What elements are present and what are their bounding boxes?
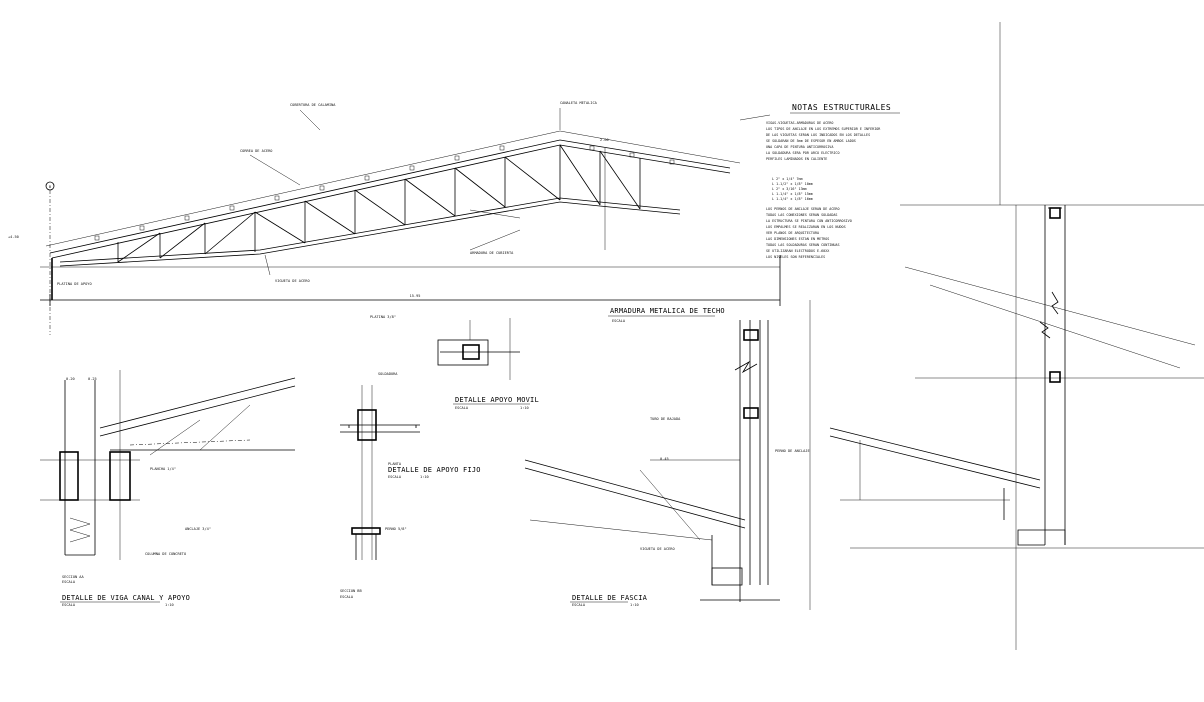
dim-total: 15.95 bbox=[410, 294, 421, 298]
callout-purlin: CORREA DE ACERO bbox=[240, 149, 272, 153]
svg-text:PERNO 5/8": PERNO 5/8" bbox=[385, 527, 407, 531]
svg-text:PLATINA 3/8": PLATINA 3/8" bbox=[370, 315, 396, 319]
right-fascia-detail bbox=[829, 22, 1204, 650]
truss-top-chord-outer bbox=[49, 139, 731, 254]
svg-text:SOLDADURA: SOLDADURA bbox=[378, 372, 398, 376]
notes-subtitle: VIGAS-VIGUETAS-ARMADURAS DE ACERO bbox=[766, 121, 833, 125]
svg-text:1:10: 1:10 bbox=[630, 603, 639, 607]
detail-fixed-support: B B PLANTA DETALLE DE APOYO FIJO ESCALA … bbox=[340, 385, 481, 599]
svg-text:0.25: 0.25 bbox=[88, 377, 97, 381]
truss-elevation: B bbox=[8, 101, 781, 335]
detail-gutter-title: DETALLE DE VIGA CANAL Y APOYO bbox=[62, 594, 190, 602]
svg-text:ESCALA: ESCALA bbox=[388, 475, 402, 479]
svg-text:PERFILES LAMINADOS EN CALIENTE: PERFILES LAMINADOS EN CALIENTE bbox=[766, 157, 827, 161]
callout-roof-cover: COBERTURA DE CALAMINA bbox=[290, 103, 336, 107]
roof-cover-line bbox=[45, 130, 741, 247]
section-aa-label: SECCION AA bbox=[62, 575, 84, 579]
svg-text:LA SOLDADURA SERA POR ARCO ELE: LA SOLDADURA SERA POR ARCO ELECTRICO bbox=[766, 151, 840, 155]
detail-fixed-title: DETALLE DE APOYO FIJO bbox=[388, 466, 481, 474]
truss-bottom-chord-inner bbox=[59, 201, 681, 267]
svg-text:DE LAS VIGUETAS SERAN LOS INDI: DE LAS VIGUETAS SERAN LOS INDICADOS EN L… bbox=[766, 133, 870, 137]
svg-text:LOS TIPOS DE ANCLAJE EN LOS EX: LOS TIPOS DE ANCLAJE EN LOS EXTREMOS SUP… bbox=[766, 127, 881, 131]
section-bb-label: SECCION BB bbox=[340, 589, 362, 593]
detail-movable-support: PLATINA 3/8" SOLDADURA DETALLE APOYO MOV… bbox=[370, 315, 539, 410]
svg-text:VIGUETA DE ACERO: VIGUETA DE ACERO bbox=[640, 547, 675, 551]
svg-text:LA ESTRUCTURA SE PINTARA CON A: LA ESTRUCTURA SE PINTARA CON ANTICORROSI… bbox=[766, 219, 852, 223]
svg-text:TODAS LAS SOLDADURAS SERAN CON: TODAS LAS SOLDADURAS SERAN CONTINUAS bbox=[766, 243, 840, 247]
svg-text:1:10: 1:10 bbox=[420, 475, 429, 479]
detail-movable-title: DETALLE APOYO MOVIL bbox=[455, 396, 539, 404]
detail-fascia: ARMADURA METALICA DE TECHO ESCALA 0.45 T… bbox=[524, 300, 811, 610]
svg-text:TUBO DE BAJADA: TUBO DE BAJADA bbox=[650, 417, 681, 421]
svg-text:ESCALA: ESCALA bbox=[572, 603, 586, 607]
detail-gutter-support: 0.20 0.25 ANCLAJE 3/4" PLANCHA 1/4" COLU… bbox=[40, 370, 296, 607]
svg-text:TODAS LAS CONEXIONES SERAN SOL: TODAS LAS CONEXIONES SERAN SOLDADAS bbox=[766, 213, 837, 217]
svg-text:ESCALA: ESCALA bbox=[62, 603, 76, 607]
svg-text:0.45: 0.45 bbox=[660, 457, 669, 461]
truss-title: ARMADURA METALICA DE TECHO bbox=[610, 307, 725, 315]
svg-text:ESCALA: ESCALA bbox=[455, 406, 469, 410]
svg-text:1:10: 1:10 bbox=[165, 603, 174, 607]
truss-callout-leaders bbox=[249, 108, 771, 276]
planta-label: PLANTA bbox=[388, 462, 402, 466]
svg-text:PLANCHA 1/4": PLANCHA 1/4" bbox=[150, 467, 176, 471]
structural-notes: NOTAS ESTRUCTURALES VIGAS-VIGUETAS-ARMAD… bbox=[766, 103, 900, 259]
svg-text:1:10: 1:10 bbox=[520, 406, 529, 410]
gutter-beam-section bbox=[59, 451, 79, 501]
callout-anchor-left: ANCLAJE 3/4" bbox=[185, 527, 211, 531]
grid-marker: B bbox=[49, 185, 51, 189]
svg-text:PERNO DE ANCLAJE: PERNO DE ANCLAJE bbox=[775, 449, 810, 453]
callout-plate: PLATINA DE APOYO bbox=[57, 282, 92, 286]
svg-text:L 1-1/2" x 1/8" 10mm: L 1-1/2" x 1/8" 10mm bbox=[772, 182, 813, 186]
svg-text:L 1-1/4" x 1/8" 15mm: L 1-1/4" x 1/8" 15mm bbox=[772, 192, 813, 196]
notes-lines: LOS TIPOS DE ANCLAJE EN LOS EXTREMOS SUP… bbox=[766, 127, 881, 259]
callout-joist: VIGUETA DE ACERO bbox=[275, 279, 310, 283]
svg-text:COLUMNA DE CONCRETO: COLUMNA DE CONCRETO bbox=[145, 552, 186, 556]
svg-text:L 1-1/4" x 1/8" 16mm: L 1-1/4" x 1/8" 16mm bbox=[772, 197, 813, 201]
svg-text:SE UTILIZARAN ELECTRODOS E-60X: SE UTILIZARAN ELECTRODOS E-60XX bbox=[766, 249, 830, 253]
svg-text:L 2" x 3/16" 13mm: L 2" x 3/16" 13mm bbox=[772, 187, 807, 191]
callout-truss: ARMADURA DE CUBIERTA bbox=[470, 251, 514, 255]
detail-fascia-title: DETALLE DE FASCIA bbox=[572, 594, 648, 602]
svg-text:VER PLANOS DE ARQUITECTURA: VER PLANOS DE ARQUITECTURA bbox=[766, 231, 819, 235]
svg-text:ESCALA: ESCALA bbox=[62, 580, 76, 584]
svg-text:B: B bbox=[415, 425, 417, 429]
callout-gutter: CANALETA METALICA bbox=[560, 101, 598, 105]
svg-text:ESCALA: ESCALA bbox=[340, 595, 354, 599]
svg-text:LAS DIMENSIONES ESTAN EN METRO: LAS DIMENSIONES ESTAN EN METROS bbox=[766, 237, 829, 241]
notes-title: NOTAS ESTRUCTURALES bbox=[792, 103, 891, 112]
svg-text:ESCALA: ESCALA bbox=[612, 319, 626, 323]
svg-text:B: B bbox=[348, 425, 350, 429]
truss-top-chord-inner bbox=[51, 144, 731, 259]
svg-text:SE SOLDARAN DE 5mm DE ESPESOR: SE SOLDARAN DE 5mm DE ESPESOR EN AMBOS L… bbox=[766, 139, 856, 143]
svg-text:LOS PERNOS DE ANCLAJE SERAN DE: LOS PERNOS DE ANCLAJE SERAN DE ACERO bbox=[766, 207, 840, 211]
truss-verticals bbox=[117, 145, 641, 262]
truss-diagonals bbox=[117, 144, 641, 263]
dim-span: 2.60 bbox=[600, 138, 609, 142]
level-label: +4.50 bbox=[8, 235, 19, 239]
purlin-marks bbox=[94, 145, 675, 241]
svg-text:L 2" x 1/4" 7mm: L 2" x 1/4" 7mm bbox=[772, 177, 803, 181]
svg-text:0.20: 0.20 bbox=[66, 377, 75, 381]
svg-text:UNA CAPA DE PINTURA ANTICORROS: UNA CAPA DE PINTURA ANTICORROSIVA bbox=[766, 145, 833, 149]
svg-text:LOS NIVELES SON REFERENCIALES: LOS NIVELES SON REFERENCIALES bbox=[766, 255, 825, 259]
svg-text:LOS EMPALMES SE REALIZARAN EN: LOS EMPALMES SE REALIZARAN EN LOS NUDOS bbox=[766, 225, 846, 229]
